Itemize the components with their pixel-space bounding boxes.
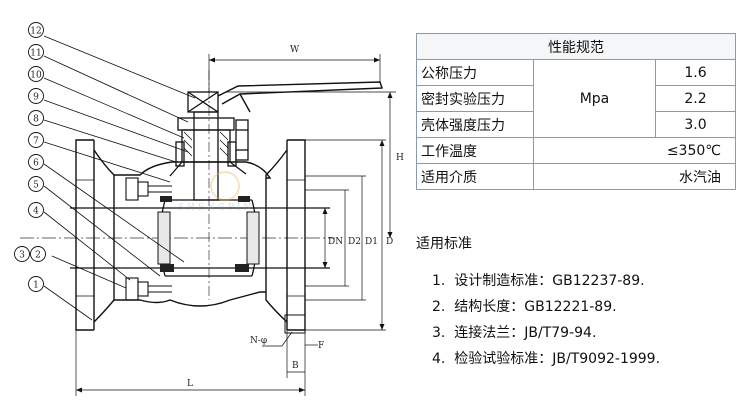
callout-label-12: 12 <box>30 27 41 37</box>
list-item: 4. 检验试验标准：JB/T9092-1999. <box>432 346 660 372</box>
callout-label-10: 10 <box>30 71 42 81</box>
callout-label-7: 7 <box>33 137 39 147</box>
dim-b: B <box>292 361 299 371</box>
dim-d: D <box>386 237 393 247</box>
dim-w: W <box>290 45 300 55</box>
standard-text: 连接法兰：JB/T79-94. <box>454 325 597 341</box>
callout-label-2: 2 <box>35 251 41 261</box>
table-row: 密封实验压力 2.2 <box>416 85 736 112</box>
standards-list: 1. 设计制造标准：GB12237-89. 2. 结构长度：GB12221-89… <box>432 268 660 372</box>
callout-2 <box>30 246 46 262</box>
standard-text: 检验试验标准：JB/T9092-1999. <box>454 351 661 367</box>
spec-value: 1.6 <box>655 59 736 86</box>
callout-label-5: 5 <box>33 181 39 191</box>
spec-label: 工作温度 <box>416 137 534 164</box>
dim-holes: N-φ <box>250 336 267 346</box>
callout-label-1: 1 <box>33 281 39 291</box>
list-item: 3. 连接法兰：JB/T79-94. <box>432 320 660 346</box>
valve-handle <box>217 81 383 113</box>
callout-10 <box>28 66 44 82</box>
callout-5 <box>28 176 44 192</box>
callout-label-4: 4 <box>33 207 39 217</box>
svg-text:S H E N G P I N: S H E N G P I N <box>178 203 251 213</box>
callout-label-6: 6 <box>33 159 39 169</box>
standards-title: 适用标准 <box>416 236 472 252</box>
spec-label: 密封实验压力 <box>416 85 534 112</box>
valve-seats <box>160 196 250 272</box>
list-item: 1. 设计制造标准：GB12237-89. <box>432 268 660 294</box>
spec-unit: Mpa <box>533 59 656 138</box>
callout-label-3: 3 <box>19 251 25 261</box>
spec-table: 性能规范 公称压力 Mpa 1.6 密封实验压力 2.2 壳体强度压力 3.0 … <box>416 33 736 190</box>
left-flange <box>75 139 115 331</box>
spec-label: 壳体强度压力 <box>416 111 534 138</box>
table-row: 适用介质 水汽油 <box>416 163 736 190</box>
spec-table-header: 性能规范 <box>416 33 736 60</box>
spec-value: ≤350℃ <box>533 137 736 164</box>
callout-leaders <box>43 35 196 321</box>
right-flange <box>265 139 306 334</box>
valve-body <box>70 161 330 307</box>
dimension-lines <box>75 54 396 396</box>
dimension-labels: W H DN D2 D1 D L B F N-φ <box>187 45 404 389</box>
standard-text: 设计制造标准：GB12237-89. <box>454 273 645 289</box>
dim-d2: D2 <box>348 237 361 247</box>
table-row: 壳体强度压力 3.0 <box>416 111 736 138</box>
standard-text: 结构长度：GB12221-89. <box>454 299 617 315</box>
spec-value: 水汽油 <box>533 163 736 190</box>
dim-f: F <box>318 341 324 351</box>
spec-value: 2.2 <box>655 85 736 112</box>
callout-12 <box>28 22 44 38</box>
dimension-arrows <box>76 57 393 393</box>
dim-h: H <box>396 153 404 163</box>
callout-label-11: 11 <box>30 49 41 59</box>
callout-label-8: 8 <box>33 115 39 125</box>
ball-valve-drawing: S H E N G P I N 12 11 10 9 8 7 <box>14 22 404 396</box>
list-item: 2. 结构长度：GB12221-89. <box>432 294 660 320</box>
dim-dn: DN <box>328 237 343 247</box>
standard-number: 2. <box>432 299 446 315</box>
callout-markers <box>14 22 46 292</box>
dim-l: L <box>187 379 193 389</box>
stem-assembly <box>169 91 249 201</box>
standard-number: 4. <box>432 351 446 367</box>
callout-numbers: 12 11 10 9 8 7 6 5 4 3 2 1 <box>19 27 42 291</box>
table-row: 工作温度 ≤350℃ <box>416 137 736 164</box>
callout-1 <box>28 276 44 292</box>
spec-table-title: 性能规范 <box>416 33 736 60</box>
callout-11 <box>28 44 44 60</box>
callout-7 <box>28 132 44 148</box>
dim-d1: D1 <box>365 237 378 247</box>
standard-number: 1. <box>432 273 446 289</box>
spec-label: 适用介质 <box>416 163 534 190</box>
standard-number: 3. <box>432 325 446 341</box>
watermark-logo: S H E N G P I N <box>178 171 251 213</box>
callout-8 <box>28 110 44 126</box>
callout-6 <box>28 154 44 170</box>
spec-label: 公称压力 <box>416 59 534 86</box>
callout-label-9: 9 <box>33 93 39 103</box>
callout-3 <box>14 246 30 262</box>
packing-hatch <box>183 131 229 157</box>
callout-4 <box>28 202 44 218</box>
spec-value: 3.0 <box>655 111 736 138</box>
table-row: 公称压力 Mpa 1.6 <box>416 59 736 138</box>
flange-bolts <box>125 177 172 301</box>
callout-9 <box>28 88 44 104</box>
